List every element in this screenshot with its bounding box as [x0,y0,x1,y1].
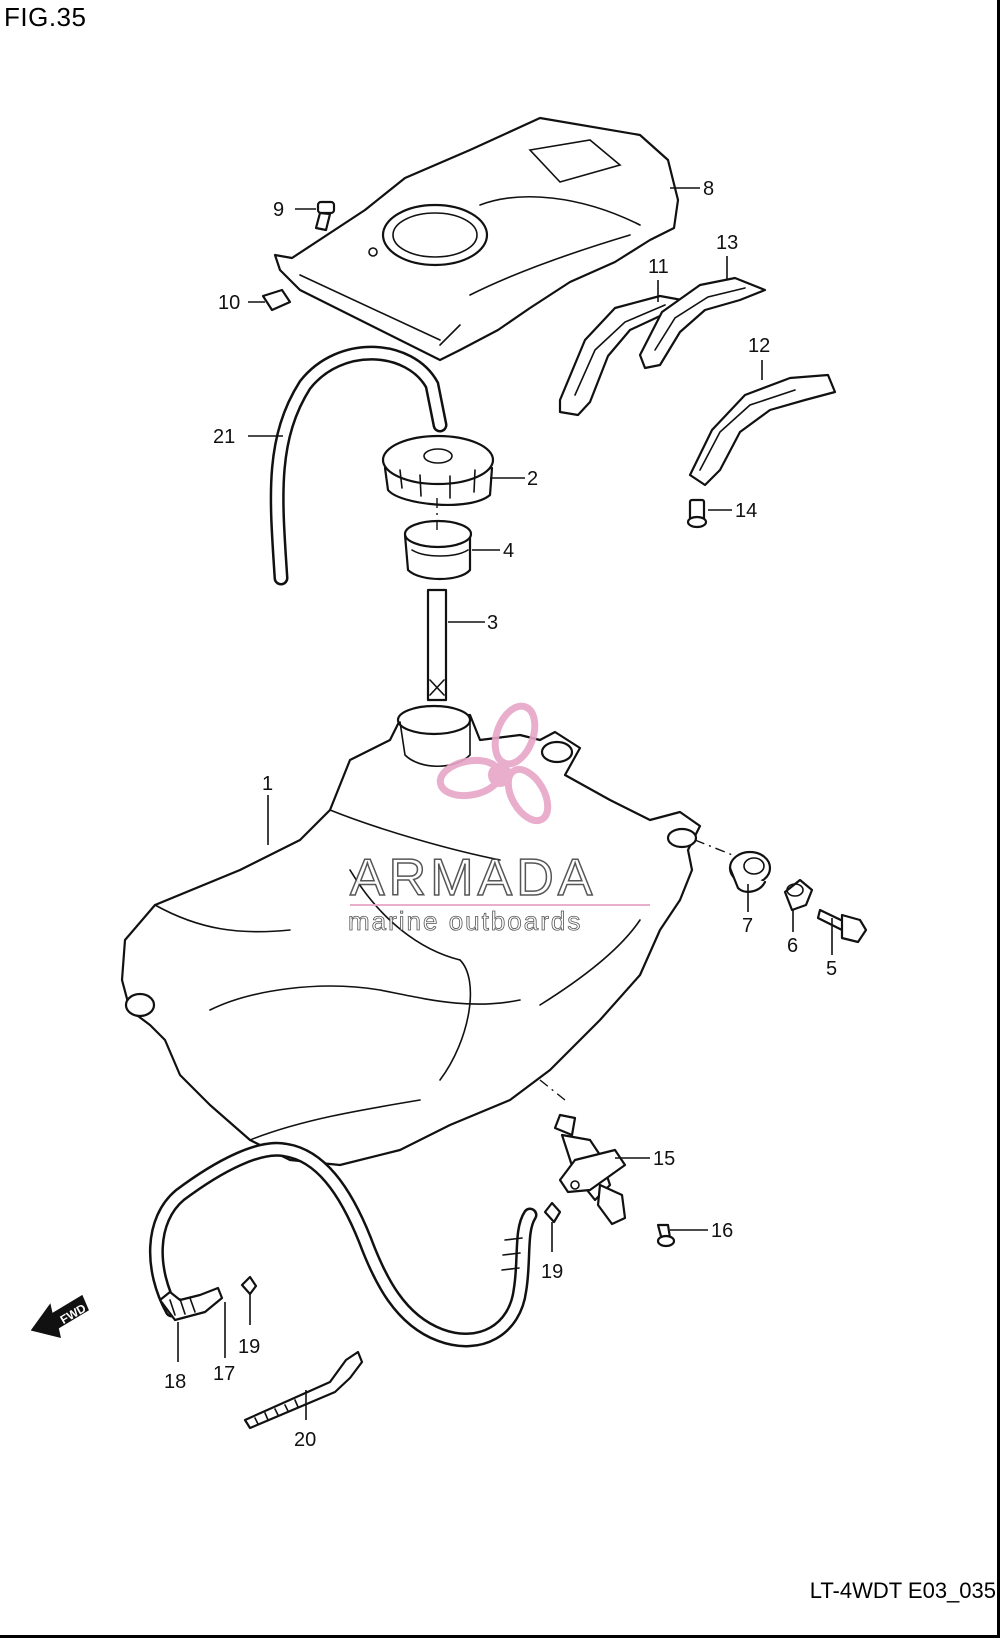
callout-11: 11 [648,256,669,278]
callout-15: 15 [653,1148,675,1170]
leader-lines [177,187,833,1420]
callout-16: 16 [711,1220,733,1242]
part-17-18-fuel-hose [149,1141,538,1348]
part-6-collar [783,878,814,912]
part-1-fuel-tank [120,704,702,1167]
callout-18: 18 [164,1371,186,1393]
callout-13: 13 [716,232,738,254]
part-5-bolt [816,908,868,944]
callout-5: 5 [826,958,837,980]
centerline-mount [694,839,741,859]
part-10-clip-nut [261,288,292,312]
callout-7: 7 [742,915,753,937]
callout-8: 8 [703,178,714,200]
centerline-petcock [539,1079,566,1101]
callout-19-right: 19 [541,1261,563,1283]
callout-labels: 1 2 3 4 5 6 7 8 9 10 11 12 13 14 15 16 1… [164,178,837,1451]
frame-border-bottom [0,1635,1000,1638]
part-4-cap-seal [403,519,473,580]
callout-21: 21 [213,426,235,448]
part-2-fuel-cap [381,434,495,506]
part-12-bracket [688,373,837,487]
part-13-bracket [638,276,767,370]
callout-2: 2 [527,468,538,490]
watermark-brand: ARMADA [350,849,596,907]
callout-14: 14 [735,500,757,522]
armada-watermark: ARMADA marine outboards [348,702,650,936]
figure-code: LT-4WDT E03_035 [809,1578,996,1603]
callout-4: 4 [503,540,514,562]
part-8-tank-cover [273,116,680,362]
part-15-fuel-valve [553,1113,627,1226]
part-9-screw [314,200,336,232]
armada-logo-icon [436,702,552,825]
part-3-filler-tube [426,588,448,702]
part-11-bracket [558,294,684,417]
watermark-tagline: marine outboards [348,906,582,936]
callout-19-left: 19 [238,1336,260,1358]
part-19-clamp-right [543,1201,562,1224]
part-14-bolt [686,498,708,529]
part-20-tie-strap [243,1350,364,1430]
part-21-breather-hose [269,345,448,586]
callout-6: 6 [787,935,798,957]
callout-10: 10 [218,292,240,314]
part-7-grommet [728,850,772,893]
callout-12: 12 [748,335,770,357]
callout-17: 17 [213,1363,235,1385]
frame-border-right [997,0,1000,1638]
callout-9: 9 [273,199,284,221]
callout-20: 20 [294,1429,316,1451]
figure-title: FIG.35 [4,2,87,32]
part-19-clamp-left [240,1275,258,1296]
part-16-screw [656,1223,676,1248]
callout-1: 1 [262,773,273,795]
fwd-direction-arrow: FWD [30,1294,89,1339]
callout-3: 3 [487,612,498,634]
